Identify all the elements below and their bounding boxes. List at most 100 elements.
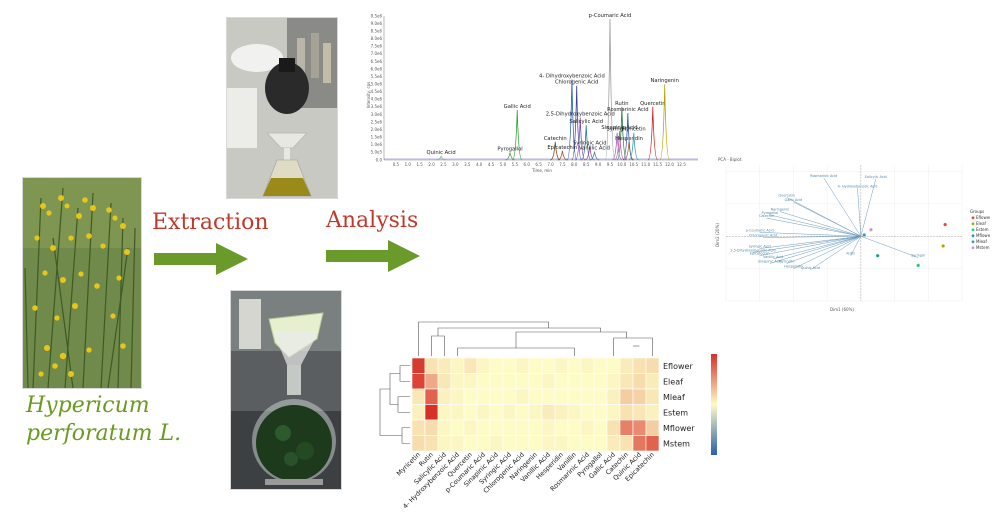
chromatogram-peak-label: Salicylic Acid	[569, 119, 603, 125]
pca-point	[943, 222, 947, 227]
pca-loading-label: p-Coumaric Acid	[746, 228, 774, 232]
heatmap-cell	[502, 357, 517, 374]
heatmap-cell	[619, 419, 634, 436]
extraction-photo-bottom-image	[231, 291, 341, 489]
chromatogram-peak	[436, 155, 446, 161]
pca-loading-arrow	[773, 235, 861, 260]
chromatogram-x-tick: 6.0	[524, 162, 531, 167]
heatmap-row-dendrogram	[379, 365, 410, 444]
heatmap-cell	[593, 373, 608, 390]
pca-legend-marker	[971, 240, 975, 244]
chromatogram-x-tick: 0.5	[393, 162, 400, 167]
heatmap-cell	[424, 357, 439, 374]
pca-legend-marker	[971, 234, 975, 238]
heatmap-row-label: Mflower	[663, 424, 695, 433]
heatmap-cell	[528, 419, 543, 436]
heatmap-cell	[567, 419, 582, 436]
pca-biplot: PCA - Biplot Dim1 (60%) Dim2 (20%) Group…	[712, 155, 990, 315]
extraction-label: Extraction	[152, 210, 269, 235]
pca-loading-label: Myricetin	[779, 259, 795, 263]
pca-legend-label: Mstem	[976, 245, 990, 250]
pca-point	[869, 228, 873, 232]
pca-loading-label: Rosmarinic Acid	[810, 174, 837, 178]
heatmap-chart: EflowerEleafMleafEstemMflowerMstemMyrice…	[379, 321, 717, 510]
heatmap-cell	[567, 373, 582, 390]
heatmap-cell	[554, 404, 569, 421]
pca-loading-arrow	[769, 235, 861, 264]
heatmap-cell	[502, 419, 517, 436]
heatmap-cell	[424, 373, 439, 390]
pca-point	[876, 254, 880, 258]
chromatogram-peak-label: Sinapinic Acid	[601, 125, 637, 131]
heatmap-cell	[489, 435, 504, 452]
chromatogram-x-tick: 9.5	[607, 162, 614, 167]
pca-loading-label: Syringin	[911, 254, 925, 258]
chromatogram-peak	[622, 112, 634, 161]
chromatogram-y-tick: 6.0e6	[371, 66, 383, 71]
heatmap-cell	[593, 388, 608, 405]
chromatogram-y-tick: 7.5e6	[371, 44, 383, 49]
heatmap-cell	[476, 435, 491, 452]
heatmap-cell	[502, 435, 517, 452]
heatmap-row-label: Eleaf	[663, 377, 683, 386]
pca-loading-arrow	[769, 214, 861, 237]
chromatogram-peak-label: Myricetin	[622, 127, 646, 133]
pca-legend-marker	[971, 216, 975, 220]
heatmap-cell	[606, 357, 621, 374]
chromatogram-peak	[604, 19, 616, 161]
chromatogram-y-tick: 5.0e6	[371, 82, 383, 87]
pca-xlabel: Dim1 (60%)	[830, 307, 854, 312]
chromatogram-peak	[589, 151, 600, 161]
pca-loading-label: Rutin	[846, 252, 855, 256]
chromatogram-y-tick: 2.0e6	[371, 127, 383, 132]
chromatogram-x-tick: 5.0	[500, 162, 507, 167]
extraction-photo-bottom	[230, 290, 342, 490]
chromatogram-chart: Intensity, cps Time, min 0.05.0e51.0e61.…	[366, 13, 698, 173]
species-name: Hypericum perforatum L.	[26, 392, 186, 448]
heatmap-cell	[554, 357, 569, 374]
chromatogram-x-tick: 12.5	[677, 162, 686, 167]
pca-legend-title: Groups	[970, 209, 984, 214]
pca-loading-label: Pyrogallol	[762, 211, 779, 215]
pca-loading-label: Epicatechin	[750, 252, 770, 256]
chromatogram-peak	[571, 85, 582, 161]
chromatogram-peak-label: Rutin	[615, 101, 628, 107]
species-line-1: Hypericum	[26, 393, 150, 418]
heatmap-cell	[515, 435, 530, 452]
pca-loading-label: 2,5-Dihydroxybenzoic Acid	[730, 248, 775, 252]
heatmap-cell	[463, 357, 478, 374]
heatmap-cell	[593, 404, 608, 421]
heatmap-cell	[567, 435, 582, 452]
chromatogram-y-tick: 1.5e6	[371, 135, 383, 140]
heatmap-column-dendrogram	[418, 321, 653, 356]
heatmap-cell	[645, 404, 660, 421]
heatmap-cell	[463, 435, 478, 452]
pca-loading-arrow	[759, 235, 861, 249]
chromatogram-x-tick: 8.5	[583, 162, 590, 167]
heatmap-cell	[632, 404, 647, 421]
pca-loading-arrow	[779, 211, 861, 237]
heatmap-cell	[645, 435, 660, 452]
chromatogram-y-tick: 7.0e6	[371, 51, 383, 56]
heatmap-cell	[476, 357, 491, 374]
heatmap-cell	[489, 357, 504, 374]
chromatogram-x-tick: 1.0	[405, 162, 412, 167]
chromatogram-x-tick: 11.5	[653, 162, 662, 167]
heatmap-cell	[411, 373, 426, 390]
heatmap-cell	[580, 373, 595, 390]
heatmap-cell	[450, 373, 465, 390]
heatmap-cell	[580, 357, 595, 374]
heatmap-cell	[424, 435, 439, 452]
heatmap-cell	[541, 404, 556, 421]
pca-loading-arrow	[759, 235, 861, 256]
heatmap-cell	[541, 388, 556, 405]
heatmap-row-label: Mleaf	[663, 393, 685, 402]
pca-loading-arrow	[752, 235, 861, 253]
chromatogram-peak	[659, 84, 670, 161]
heatmap-cell	[593, 419, 608, 436]
chromatogram-peak-label: Catechin	[544, 136, 567, 142]
heatmap-cell	[437, 373, 452, 390]
heatmap-cell	[437, 419, 452, 436]
chromatogram-y-tick: 3.0e6	[371, 112, 383, 117]
pca-loading-label: Sinapinic Acid	[758, 259, 782, 263]
